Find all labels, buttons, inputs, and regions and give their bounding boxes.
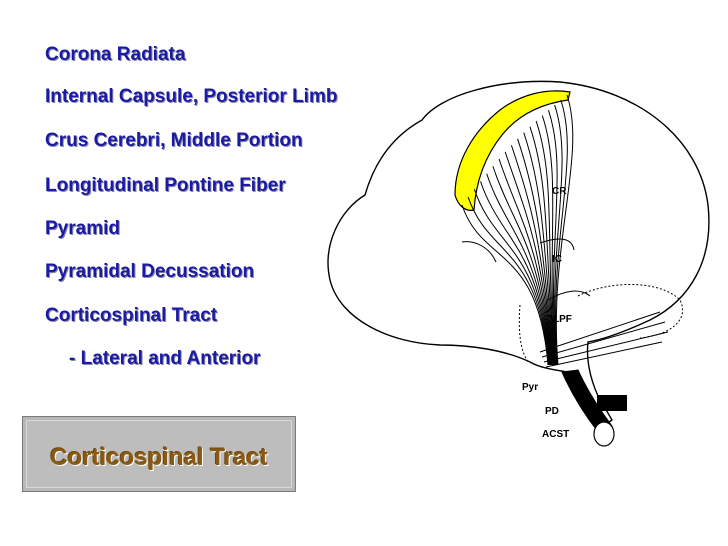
fiber-line (510, 145, 554, 366)
fiber-line (523, 132, 555, 366)
fiber-line (535, 120, 556, 366)
fiber-line (461, 204, 549, 366)
label-lateral-anterior: - Lateral and Anterior (69, 348, 261, 369)
ic-curve (539, 238, 575, 251)
corticospinal-fibers (461, 94, 574, 366)
fiber-line (555, 99, 568, 366)
label-longitudinal-pontine-fiber: Longitudinal Pontine Fiber (45, 175, 286, 196)
fiber-line (480, 181, 551, 366)
title-box: Corticospinal Tract (22, 416, 296, 492)
label-ic: IC (552, 254, 562, 265)
slide-title: Corticospinal Tract (50, 444, 268, 471)
pontine-fibers (539, 311, 669, 368)
label-internal-capsule: Internal Capsule, Posterior Limb (45, 86, 338, 107)
fiber-line (541, 115, 557, 366)
pd-block (597, 395, 627, 411)
fiber-line (486, 173, 551, 366)
brainstem-dotted (518, 304, 529, 363)
label-acst: ACST (542, 429, 569, 440)
fiber-line (517, 138, 554, 366)
spinal-cord-section (593, 421, 615, 447)
label-pyramid: Pyramid (45, 218, 120, 239)
fiber-line (547, 110, 558, 366)
label-lpf: LPF (553, 314, 572, 325)
fiber-line (498, 158, 553, 366)
fiber-line (555, 94, 574, 366)
label-crus-cerebri: Crus Cerebri, Middle Portion (45, 130, 303, 151)
brain-outline (327, 80, 710, 429)
label-pd: PD (545, 406, 559, 417)
label-cr: CR (552, 186, 567, 197)
fiber-line (529, 126, 555, 366)
label-corticospinal-tract: Corticospinal Tract (45, 305, 218, 326)
fiber-line (504, 151, 553, 366)
label-pyramidal-decussation: Pyramidal Decussation (45, 261, 255, 282)
title-box-inner: Corticospinal Tract (26, 420, 292, 488)
ic-curve-left (461, 241, 497, 263)
label-corona-radiata: Corona Radiata (45, 44, 186, 65)
fiber-line (492, 166, 552, 366)
fiber-line (467, 196, 550, 366)
fiber-line (473, 189, 550, 366)
label-pyr: Pyr (522, 382, 538, 393)
fiber-line (554, 104, 563, 366)
